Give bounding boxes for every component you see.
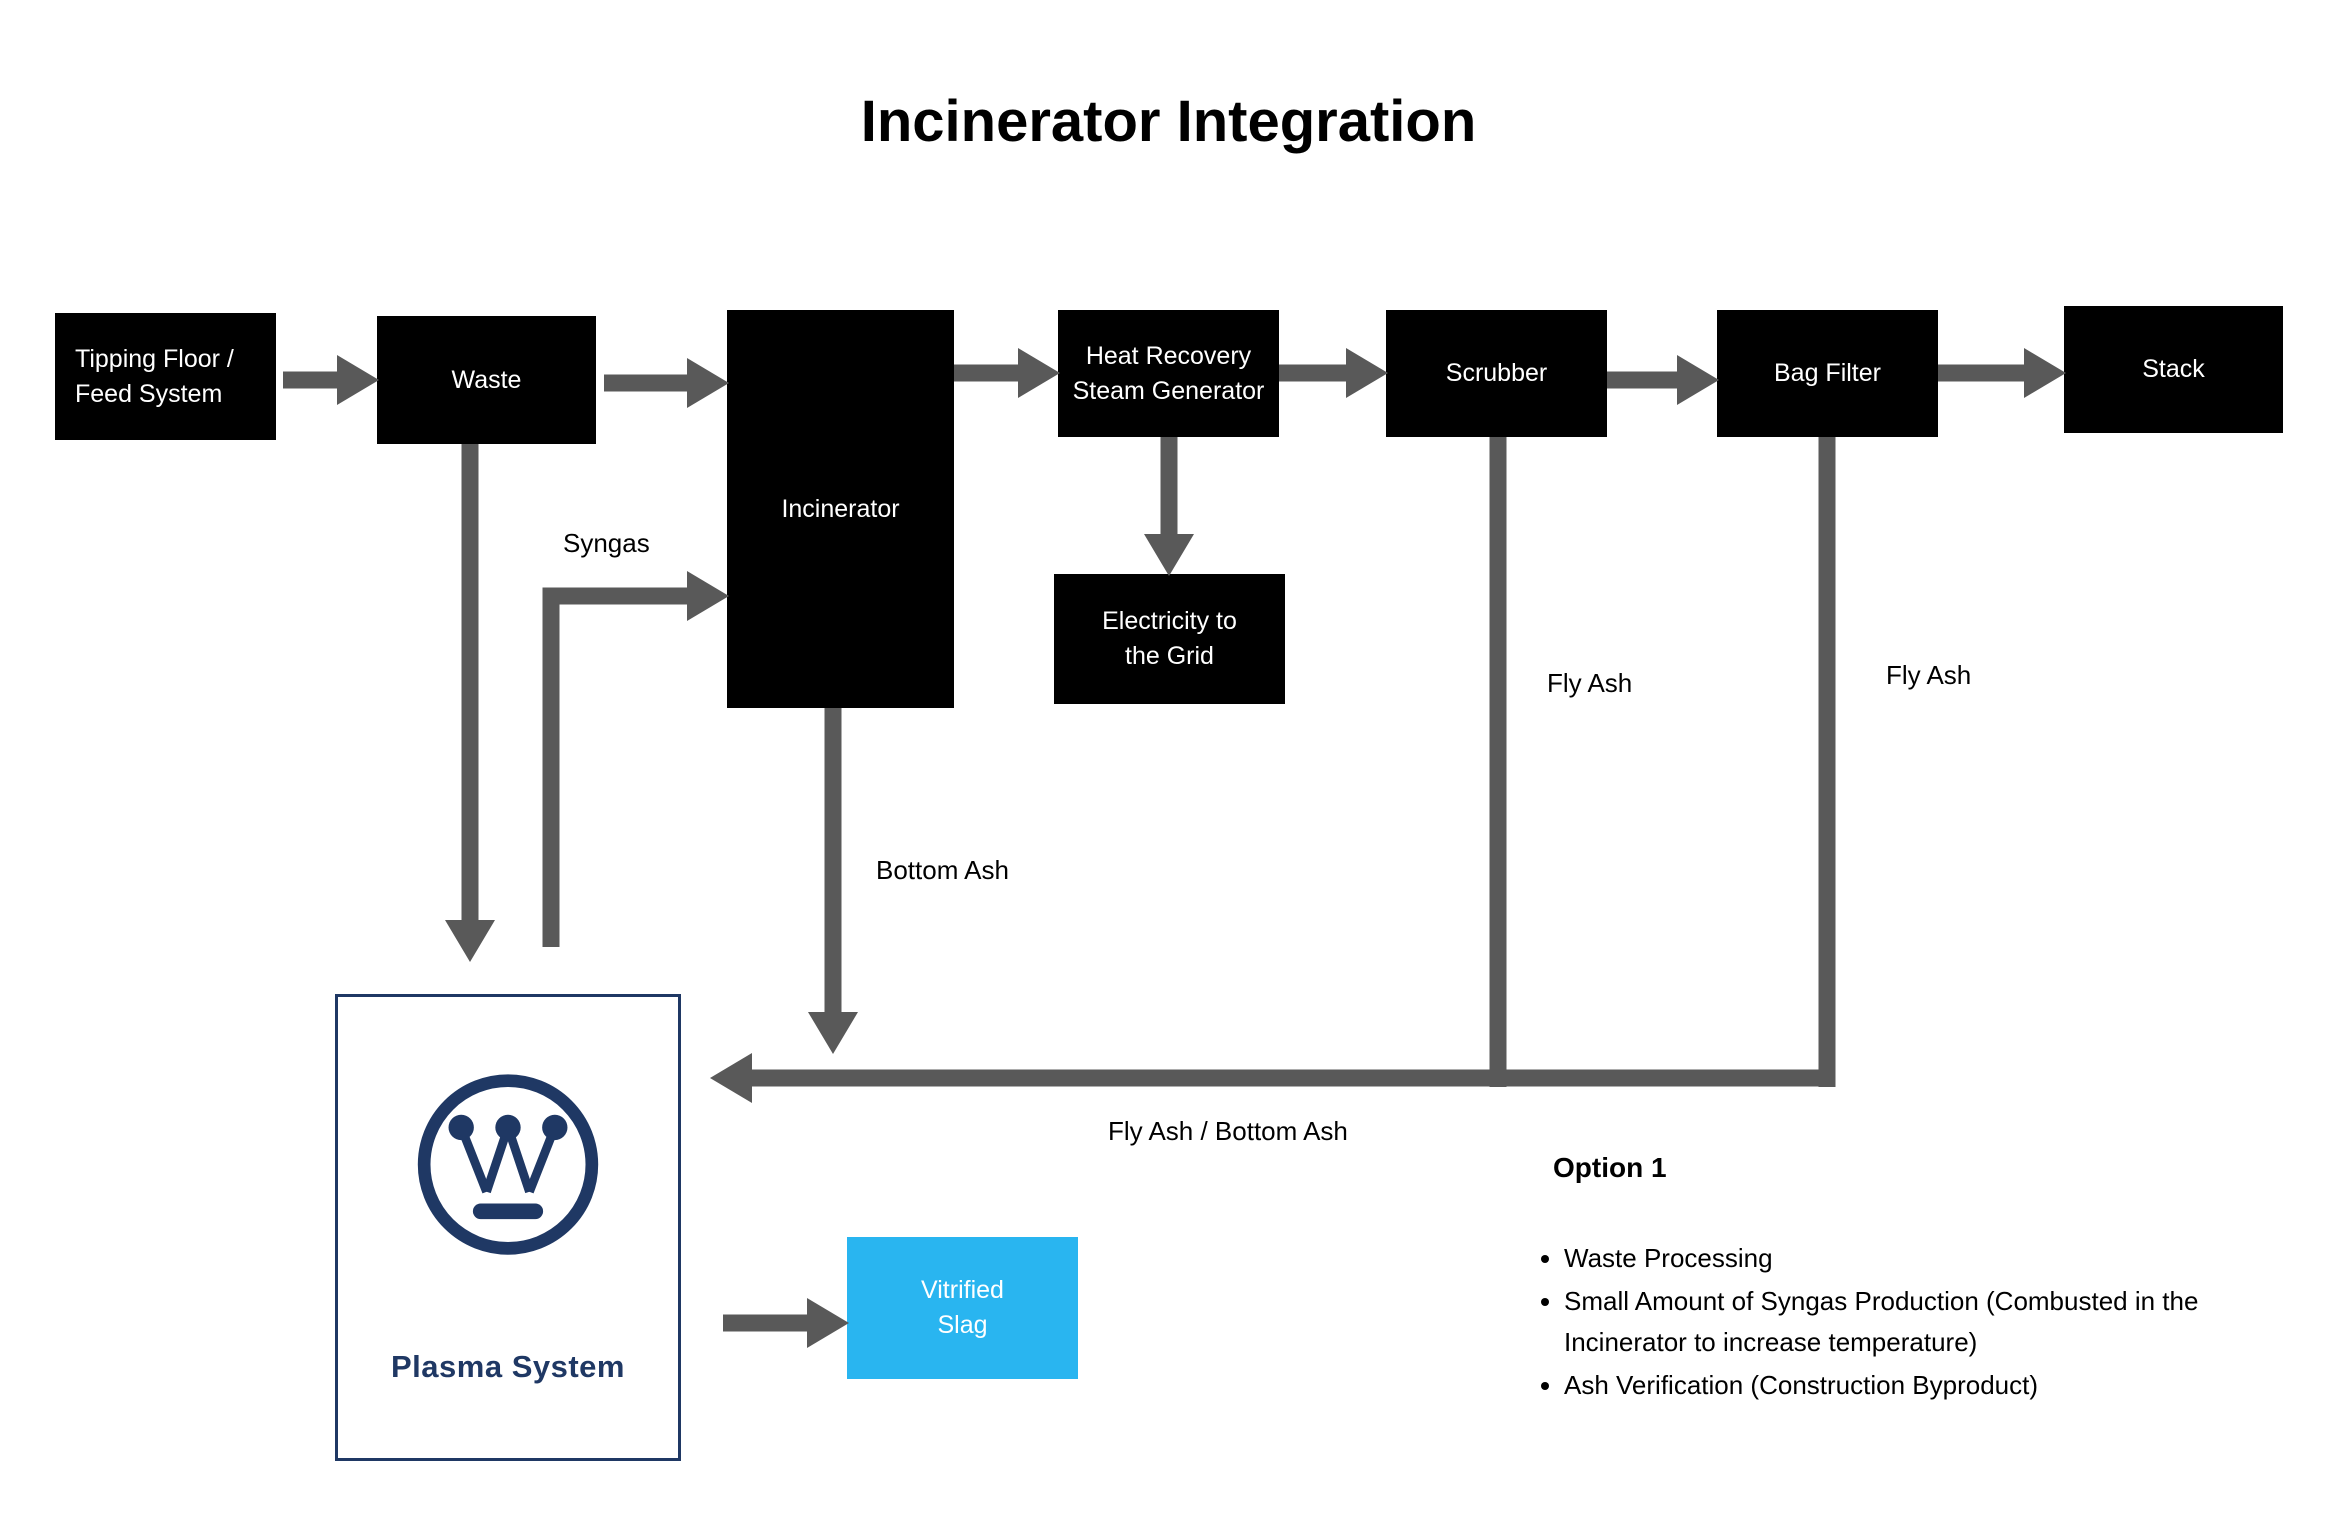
node-bag-filter: Bag Filter <box>1717 310 1938 437</box>
notes-heading: Option 1 <box>1553 1152 1667 1183</box>
edge-label-fly-ash-scrubber: Fly Ash <box>1547 668 1633 698</box>
arrowhead <box>1018 348 1060 398</box>
node-electricity-to-grid: Electricity to the Grid <box>1054 574 1285 704</box>
edge-label-bottom-ash: Bottom Ash <box>876 855 1009 885</box>
arrowhead <box>808 1012 858 1054</box>
arrowhead <box>2024 348 2066 398</box>
node-stack: Stack <box>2064 306 2283 433</box>
node-electricity-label: Electricity to the Grid <box>1102 607 1237 670</box>
node-plasma-system-label: Plasma System <box>391 1349 625 1384</box>
note-bullet: Small Amount of Syngas Production (Combu… <box>1564 1281 2228 1362</box>
arrowhead <box>687 571 729 621</box>
arrowhead <box>710 1053 752 1103</box>
node-plasma-system: Plasma System <box>335 994 681 1461</box>
note-bullet: Ash Verification (Construction Byproduct… <box>1564 1365 2228 1405</box>
arrowhead <box>687 358 729 408</box>
edge-label-syngas: Syngas <box>563 528 650 558</box>
note-bullet: Waste Processing <box>1564 1238 2228 1278</box>
node-waste: Waste <box>377 316 596 444</box>
arrowhead <box>337 355 379 405</box>
arrow-syngas-to-incinerator <box>542 587 689 947</box>
westinghouse-logo-icon <box>417 1074 599 1255</box>
arrowhead <box>1144 534 1194 576</box>
node-scrubber: Scrubber <box>1386 310 1607 437</box>
node-waste-label: Waste <box>451 365 522 394</box>
node-tipping-floor-label: Tipping Floor / Feed System <box>75 344 234 408</box>
node-hrsg-label: Heat Recovery Steam Generator <box>1072 341 1265 405</box>
page-title: Incinerator Integration <box>860 89 1477 154</box>
arrowhead <box>807 1298 849 1348</box>
notes-list: Waste Processing Small Amount of Syngas … <box>1528 1238 2228 1408</box>
node-stack-label: Stack <box>2142 355 2205 383</box>
arrowhead <box>445 920 495 962</box>
node-bag-filter-label: Bag Filter <box>1774 359 1881 387</box>
edge-label-fly-ash-bag-filter: Fly Ash <box>1886 660 1972 690</box>
node-heat-recovery-steam-generator: Heat Recovery Steam Generator <box>1058 310 1279 437</box>
node-vitrified-slag: Vitrified Slag <box>847 1237 1078 1379</box>
node-tipping-floor: Tipping Floor / Feed System <box>55 313 276 440</box>
arrowhead <box>1346 348 1388 398</box>
arrowhead <box>1677 355 1719 405</box>
node-incinerator-label: Incinerator <box>781 494 900 523</box>
node-incinerator: Incinerator <box>727 310 954 708</box>
edge-label-fly-ash-bottom-ash: Fly Ash / Bottom Ash <box>1108 1116 1348 1146</box>
node-vitrified-slag-label: Vitrified Slag <box>921 1276 1004 1339</box>
node-scrubber-label: Scrubber <box>1445 359 1548 387</box>
